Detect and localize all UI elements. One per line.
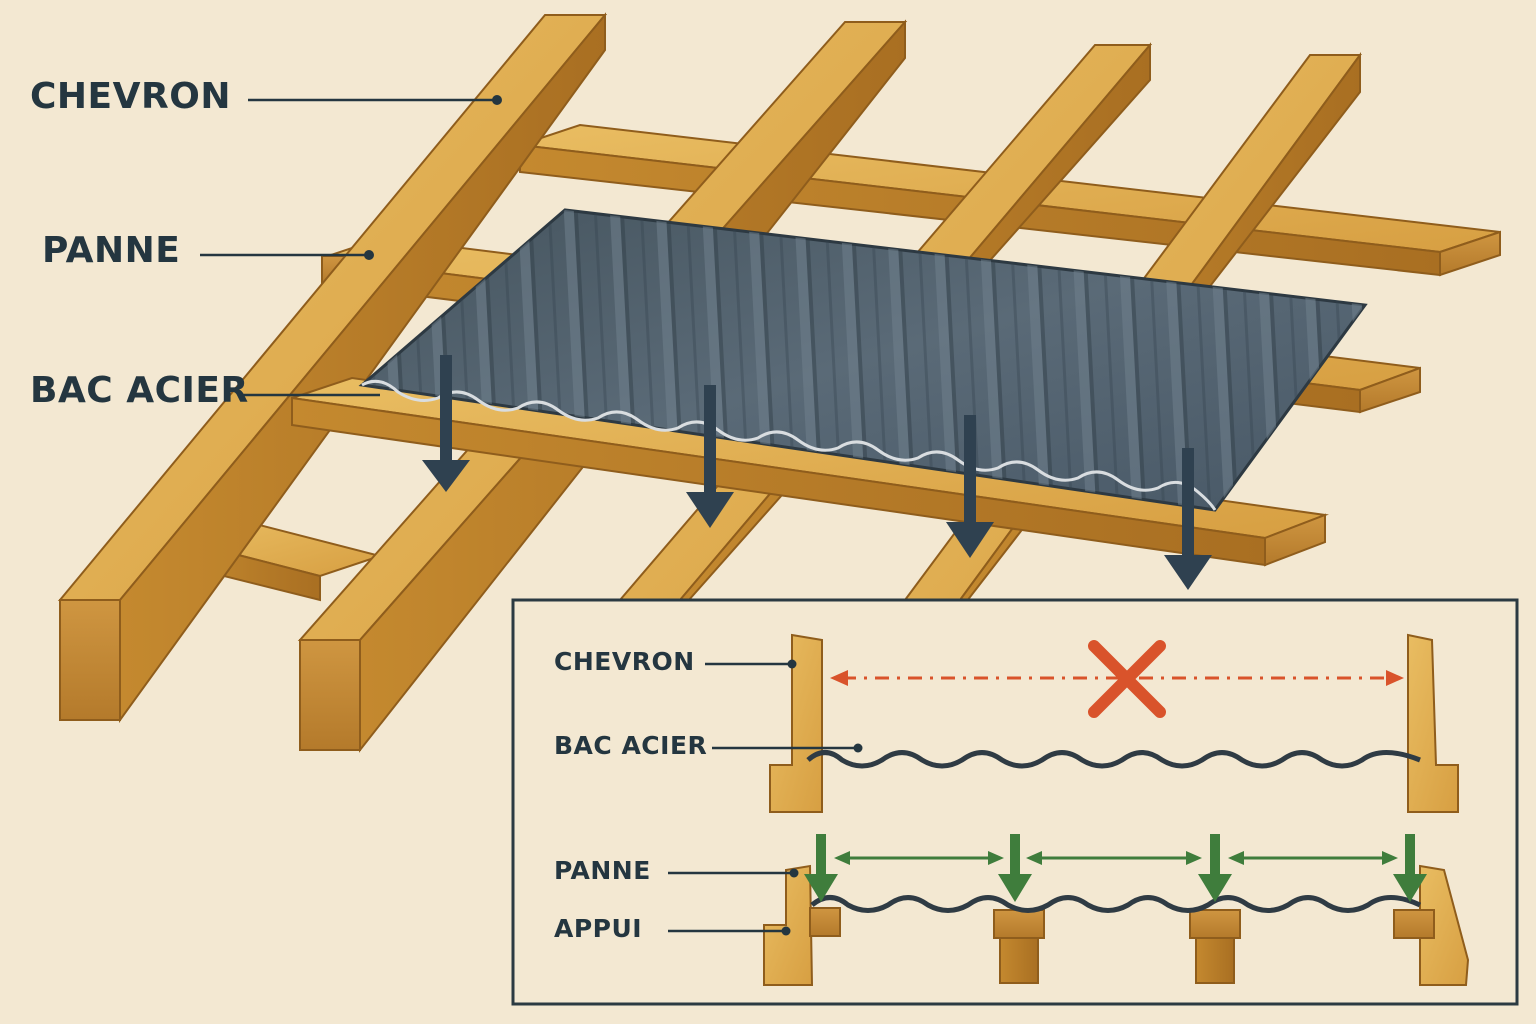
bac-acier-sheet: [358, 208, 1368, 512]
chevron-beam-1: [57, 12, 608, 724]
green-span-dimensions: [834, 851, 1398, 865]
label-chevron: CHEVRON: [30, 76, 231, 117]
inset-incorrect-span: [769, 633, 1459, 813]
load-arrows: [422, 355, 1212, 590]
inset-leader-lines: [668, 659, 863, 936]
label-panne: PANNE: [42, 230, 181, 271]
down-arrow-icon: [686, 385, 734, 528]
down-arrow-icon: [946, 415, 994, 558]
inset-correct-span: [763, 834, 1470, 986]
panne-front: [291, 376, 1329, 567]
label-bac-acier: BAC ACIER: [30, 370, 249, 411]
inset-label-bac-acier: BAC ACIER: [554, 731, 708, 760]
down-arrow-icon: [1164, 448, 1212, 590]
cross-icon: [1088, 640, 1166, 718]
inset-label-chevron: CHEVRON: [554, 647, 695, 676]
down-arrow-icon: [422, 355, 470, 492]
green-support-arrows: [804, 834, 1427, 902]
inset-label-appui: APPUI: [554, 914, 643, 943]
main-leader-lines: [200, 95, 502, 397]
inset-label-panne: PANNE: [554, 856, 651, 885]
inset-panel: [511, 598, 1519, 1006]
